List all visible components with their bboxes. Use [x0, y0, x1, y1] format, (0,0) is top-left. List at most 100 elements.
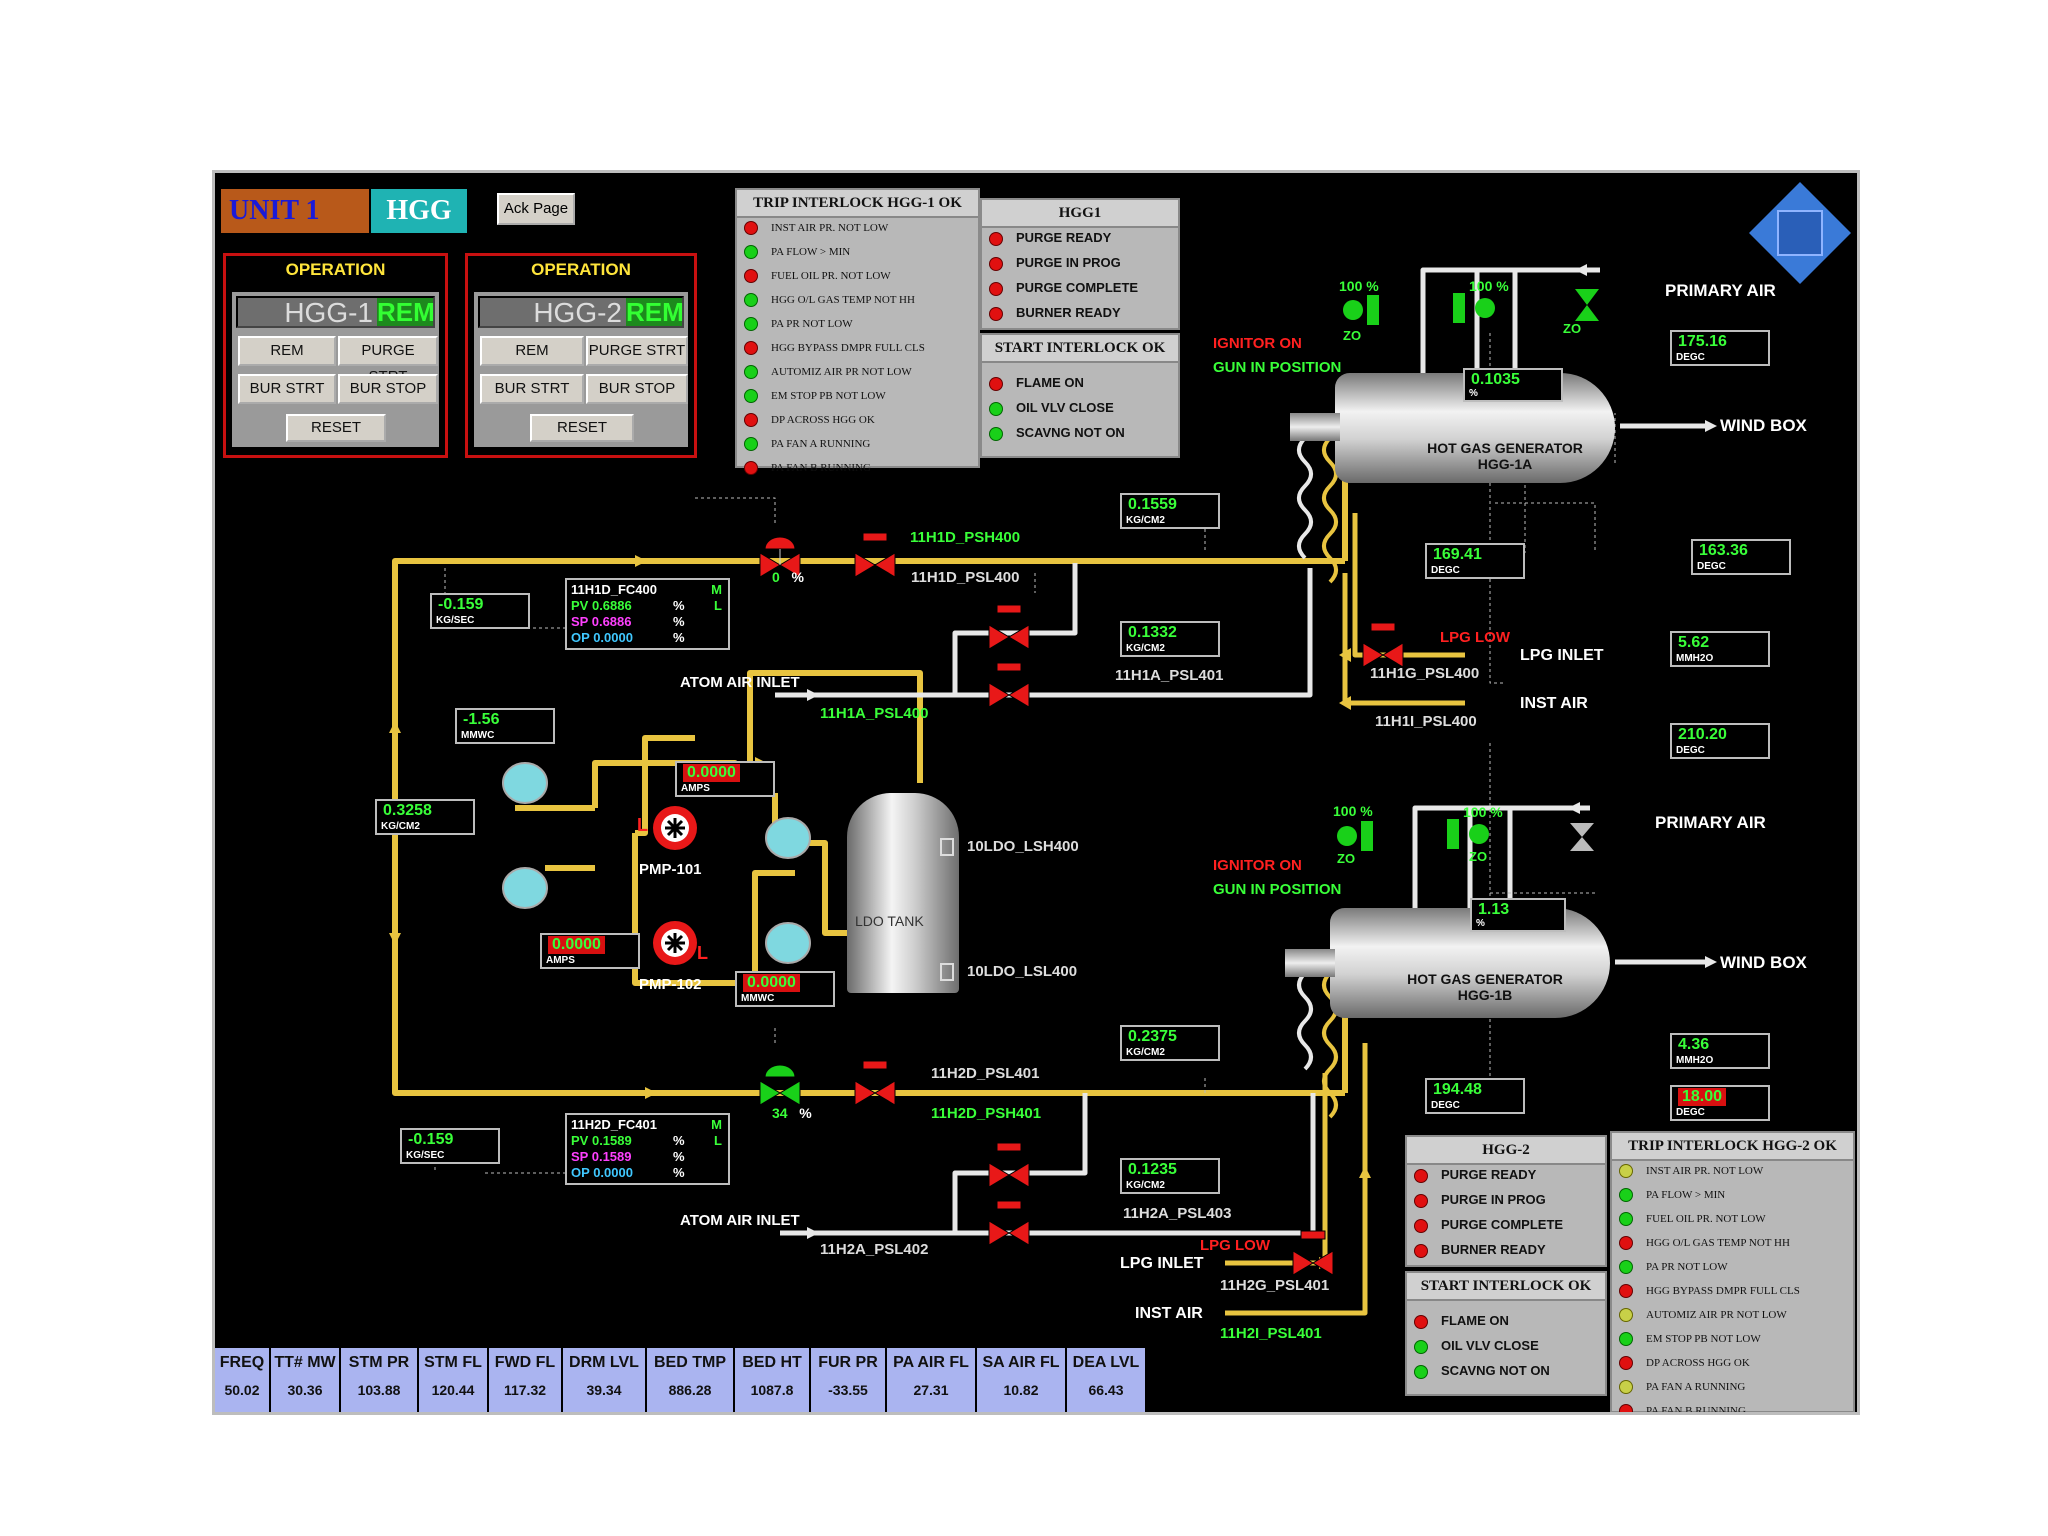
air-arrow [1568, 802, 1580, 814]
hgg2-mode-badge: REM [626, 297, 684, 327]
trip-interlock-hgg2-title: TRIP INTERLOCK HGG-2 OK [1612, 1133, 1853, 1161]
pa-damper-left-value-1: 100 % [1339, 278, 1379, 294]
interlock-row: HGG BYPASS DMPR FULL CLS [1620, 1285, 1800, 1298]
summary-label: DRM LVL [569, 1354, 639, 1371]
status-lamp-icon [745, 390, 757, 403]
navigation-arrows-icon[interactable] [1745, 178, 1855, 288]
pa-damper-right-value-1: 100 % [1469, 278, 1509, 294]
interlock-row: PURGE IN PROG [1415, 1192, 1546, 1207]
summary-value: 117.32 [503, 1382, 547, 1398]
level-switch-low-indicator [940, 963, 954, 981]
rem-button[interactable]: REM [238, 336, 336, 366]
burner-start-button[interactable]: BUR STRT [238, 374, 336, 404]
summary-label: BED TMP [654, 1354, 726, 1371]
purge-start-button[interactable]: PURGE STRT [586, 336, 688, 366]
summary-value: 886.28 [668, 1382, 712, 1398]
interlock-row: PA PR NOT LOW [745, 318, 853, 331]
burner-stop-button[interactable]: BUR STOP [338, 374, 438, 404]
interlock-row: FUEL OIL PR. NOT LOW [745, 270, 891, 283]
status-lamp-icon [1415, 1244, 1427, 1257]
air-arrow [807, 1227, 819, 1239]
summary-value: 103.88 [357, 1382, 401, 1398]
flow-arrow [1339, 696, 1351, 710]
rem-button[interactable]: REM [480, 336, 584, 366]
status-lamp-icon [745, 318, 757, 331]
pump-101-button[interactable] [653, 806, 699, 852]
interlock-row: PA FAN A RUNNING [1620, 1381, 1746, 1394]
summary-cell: DRM LVL 39.34 [563, 1348, 647, 1412]
summary-value: 27.31 [913, 1382, 949, 1398]
air-arrow [807, 689, 819, 701]
psh-tag-2: 11H2D_PSH401 [931, 1105, 1042, 1122]
lpg-valve-1 [1362, 622, 1404, 668]
interlock-label: PURGE IN PROG [1441, 1192, 1546, 1207]
interlock-label: DP ACROSS HGG OK [1646, 1357, 1750, 1369]
status-lamp-icon [1620, 1381, 1632, 1394]
atom-air-inlet-label-1: ATOM AIR INLET [680, 674, 800, 691]
interlock-label: EM STOP PB NOT LOW [771, 390, 886, 402]
interlock-label: OIL VLV CLOSE [1016, 400, 1114, 415]
interlock-label: DP ACROSS HGG OK [771, 414, 875, 426]
operation-title: OPERATION [285, 260, 386, 279]
pa-damper-right-value-2: 100 % [1463, 804, 1503, 820]
pump-102-button[interactable] [653, 921, 699, 967]
status-lamp-icon [745, 270, 757, 283]
interlock-label: SCAVNG NOT ON [1441, 1363, 1550, 1378]
pump-102-icon [653, 921, 697, 965]
zo-label: ZO [1337, 851, 1356, 866]
status-lamp-icon [1620, 1165, 1632, 1178]
interlock-row: FUEL OIL PR. NOT LOW [1620, 1213, 1766, 1226]
interlock-row: PA PR NOT LOW [1620, 1261, 1728, 1274]
status-lamp-icon [1620, 1405, 1632, 1412]
control-valve-2 [759, 1064, 801, 1106]
status-lamp-icon [745, 414, 757, 427]
status-lamp-icon [990, 307, 1002, 320]
interlock-label: INST AIR PR. NOT LOW [1646, 1165, 1764, 1177]
unit-title: UNIT 1 [221, 189, 369, 233]
summary-value: 39.34 [586, 1382, 622, 1398]
summary-label: FUR PR [818, 1354, 878, 1371]
ldo-tank [847, 793, 959, 993]
interlock-row: PURGE READY [990, 230, 1111, 245]
interlock-row: BURNER READY [1415, 1242, 1546, 1257]
interlock-label: PA FAN B RUNNING [771, 462, 871, 474]
flow-arrow [389, 721, 401, 733]
air-arrow [1705, 420, 1717, 432]
atom-air-pipe-2 [780, 1093, 1316, 1236]
interlock-label: PA FAN A RUNNING [1646, 1381, 1746, 1393]
reset-button[interactable]: RESET [286, 414, 386, 442]
burner-stop-button[interactable]: BUR STOP [586, 374, 688, 404]
inst-air-label-1: INST AIR [1520, 695, 1588, 712]
inst-psl-tag-1: 11H1I_PSL400 [1375, 713, 1477, 730]
status-lamp-icon [1620, 1189, 1632, 1202]
interlock-label: HGG O/L GAS TEMP NOT HH [1646, 1237, 1790, 1249]
status-lamp-icon [990, 427, 1002, 440]
atom-valve-2b [988, 1200, 1030, 1246]
area-title: HGG [371, 189, 467, 233]
interlock-label: FLAME ON [1016, 375, 1084, 390]
interlock-row: PURGE READY [1415, 1167, 1536, 1182]
fuel-pipe-pumps [515, 735, 795, 986]
reset-button[interactable]: RESET [530, 414, 634, 442]
summary-label: BED HT [742, 1354, 802, 1371]
interlock-label: PURGE COMPLETE [1441, 1217, 1564, 1232]
status-lamp-icon [990, 282, 1002, 295]
interlock-label: PA PR NOT LOW [1646, 1261, 1728, 1273]
interlock-row: DP ACROSS HGG OK [1620, 1357, 1750, 1370]
piping-diagram [389, 264, 1717, 1316]
interlock-label: PA FAN B RUNNING [1646, 1405, 1746, 1415]
ack-page-button[interactable]: Ack Page [497, 193, 575, 225]
interlock-row: PURGE COMPLETE [1415, 1217, 1563, 1232]
burner-start-button[interactable]: BUR STRT [480, 374, 584, 404]
purge-start-button[interactable]: PURGE STRT [338, 336, 438, 385]
pump-102-label: PMP-102 [639, 976, 702, 993]
interlock-label: PA FLOW > MIN [771, 246, 851, 258]
